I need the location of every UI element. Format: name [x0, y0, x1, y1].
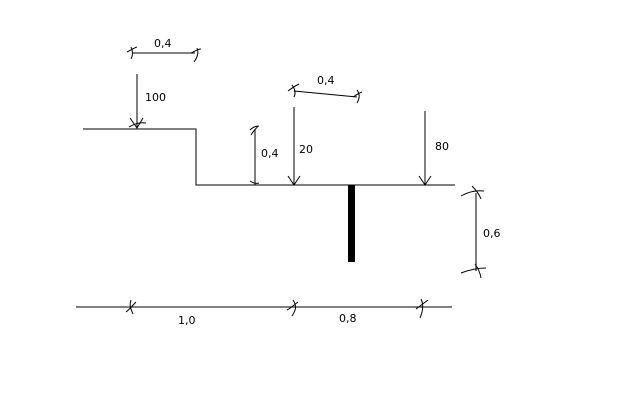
span-right-label: 0,8	[339, 312, 357, 325]
stepped-profile-line	[83, 128, 455, 186]
right-height-dimension	[460, 185, 487, 279]
step-height-label: 0,4	[261, 147, 279, 160]
step-height-dimension	[249, 125, 260, 185]
mid-width-dimension	[287, 83, 363, 104]
load-mid-label: 20	[299, 143, 313, 156]
load-right-arrow	[418, 111, 432, 186]
load-left-label: 100	[145, 91, 166, 104]
load-mid-arrow	[287, 107, 301, 186]
vertical-member	[348, 185, 355, 262]
load-left-arrow	[128, 74, 147, 129]
span-tick-right	[415, 298, 429, 319]
span-left-label: 1,0	[178, 314, 196, 327]
top-width-label: 0,4	[154, 37, 172, 50]
span-tick-left	[125, 299, 137, 315]
span-tick-middle	[286, 299, 299, 317]
mid-width-label: 0,4	[317, 74, 335, 87]
top-width-dimension	[126, 46, 202, 63]
right-height-label: 0,6	[483, 227, 501, 240]
load-right-label: 80	[435, 140, 449, 153]
